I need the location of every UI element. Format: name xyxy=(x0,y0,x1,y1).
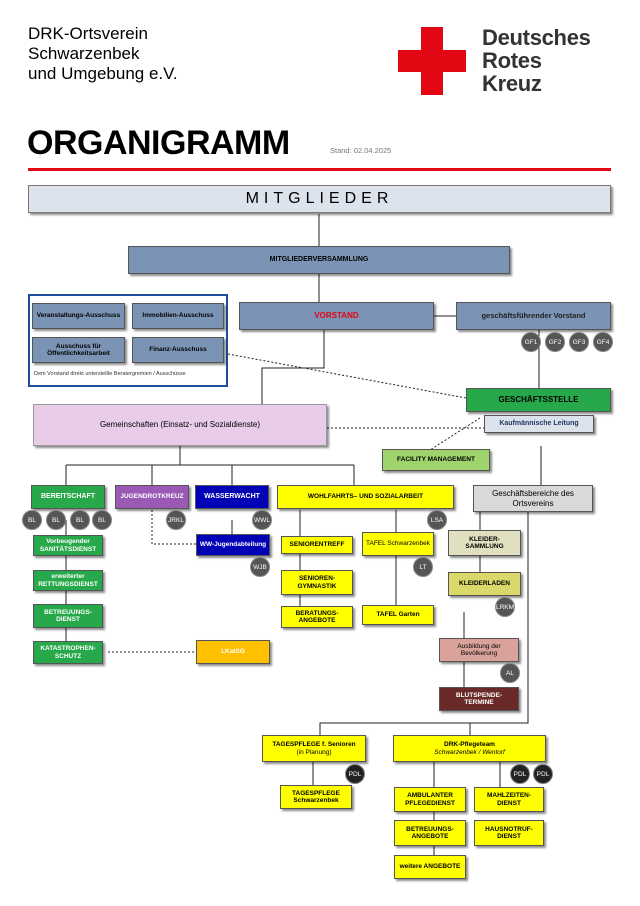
pdl1-badge: PDL xyxy=(510,764,530,784)
bl4-badge: BL xyxy=(92,510,112,530)
tagespflege-title: TAGESPFLEGE f. Senioren xyxy=(272,741,356,749)
tafel-garten-box: TAFEL Garten xyxy=(362,605,434,625)
betreuungsdienst-box: BETREUUNGS-DIENST xyxy=(33,604,103,628)
wjb-badge: WJB xyxy=(250,557,270,577)
red-cross-logo xyxy=(398,27,466,95)
wwl-badge: WWL xyxy=(252,510,272,530)
hausnotruf-box: HAUSNOTRUF-DIENST xyxy=(474,820,544,846)
org-name-line3: und Umgebung e.V. xyxy=(28,64,178,83)
immobilien-ausschuss-box: Immobilien-Ausschuss xyxy=(132,303,224,329)
bereitschaft-box: BEREITSCHAFT xyxy=(31,485,105,509)
page-title: ORGANIGRAMM xyxy=(27,124,290,162)
vorstand-box: VORSTAND xyxy=(239,302,434,330)
pflegeteam-box: DRK-Pflegeteam Schwarzenbek / Wentorf xyxy=(393,735,546,762)
ambulanter-pflegedienst-box: AMBULANTER PFLEGEDIENST xyxy=(394,787,466,812)
weitere-angebote-box: weitere ANGEBOTE xyxy=(394,855,466,879)
kaufmaennische-leitung-box: Kaufmännische Leitung xyxy=(484,415,594,433)
oeffentlichkeit-ausschuss-box: Ausschuss für Öffentlichkeitsarbeit xyxy=(32,337,125,363)
org-name: DRK-Ortsverein Schwarzenbek und Umgebung… xyxy=(28,24,178,84)
katastrophenschutz-box: KATASTROPHEN-SCHUTZ xyxy=(33,641,103,664)
gf2-badge: GF2 xyxy=(545,332,565,352)
bl1-badge: BL xyxy=(22,510,42,530)
geschaeftsbereiche-box: Geschäftsbereiche des Ortsvereins xyxy=(473,485,593,512)
lkatsg-box: LKatSG xyxy=(196,640,270,664)
wasserwacht-box: WASSERWACHT xyxy=(195,485,269,509)
senioren-gymnastik-box: SENIOREN-GYMNASTIK xyxy=(281,570,353,595)
tafel-box: TAFEL Schwarzenbek xyxy=(362,532,434,556)
pflegeteam-subtitle: Schwarzenbek / Wentorf xyxy=(434,748,505,756)
veranstaltungs-ausschuss-box: Veranstaltungs-Ausschuss xyxy=(32,303,125,329)
wordmark-line2: Rotes xyxy=(482,48,542,73)
wordmark-line1: Deutsches xyxy=(482,25,591,50)
lrkm-badge: LRKM xyxy=(495,597,515,617)
lsa-badge: LSA xyxy=(427,510,447,530)
jrkl-badge: JRKL xyxy=(166,510,186,530)
mitglieder-box: MITGLIEDER xyxy=(28,185,611,213)
title-underline xyxy=(28,168,611,171)
kleidersammlung-box: KLEIDER-SAMMLUNG xyxy=(448,530,521,556)
jugendrotkreuz-box: JUGENDROTKREUZ xyxy=(115,485,189,509)
kleiderladen-box: KLEIDERLADEN xyxy=(448,572,521,596)
al-badge: AL xyxy=(500,663,520,683)
rettungsdienst-box: erweiterter RETTUNGSDIENST xyxy=(33,570,103,591)
gf3-badge: GF3 xyxy=(569,332,589,352)
mahlzeitendienst-box: MAHLZEITEN-DIENST xyxy=(474,787,544,812)
seniorentreff-box: SENIORENTREFF xyxy=(281,536,353,554)
ausschuss-note: Dem Vorstand direkt unterstellte Berater… xyxy=(34,371,186,377)
beratungsangebote-box: BERATUNGS-ANGEBOTE xyxy=(281,606,353,628)
ausbildung-box: Ausbildung der Bevölkerung xyxy=(439,638,519,662)
sanitaetsdienst-box: Vorbeugender SANITÄTSDIENST xyxy=(33,535,103,556)
gf4-badge: GF4 xyxy=(593,332,613,352)
tagespflege-box: TAGESPFLEGE f. Senioren (in Planung) xyxy=(262,735,366,762)
bl3-badge: BL xyxy=(70,510,90,530)
facility-management-box: FACILITY MANAGEMENT xyxy=(382,449,490,471)
lt-badge: LT xyxy=(413,557,433,577)
mitgliederversammlung-box: MITGLIEDERVERSAMMLUNG xyxy=(128,246,510,274)
pdl-tagespflege-badge: PDL xyxy=(345,764,365,784)
wordmark-line3: Kreuz xyxy=(482,71,542,96)
pflegeteam-title: DRK-Pflegeteam xyxy=(444,741,495,749)
blutspende-box: BLUTSPENDE-TERMINE xyxy=(439,687,519,711)
stand-date: Stand: 02.04.2025 xyxy=(330,146,392,155)
gf-vorstand-box: geschäftsführender Vorstand xyxy=(456,302,611,330)
gemeinschaften-box: Gemeinschaften (Einsatz- und Sozialdiens… xyxy=(33,404,327,446)
drk-wordmark: Deutsches Rotes Kreuz xyxy=(482,26,591,95)
org-name-line2: Schwarzenbek xyxy=(28,44,140,63)
pdl2-badge: PDL xyxy=(533,764,553,784)
geschaeftsstelle-box: GESCHÄFTSSTELLE xyxy=(466,388,611,412)
wohlfahrt-box: WOHLFAHRTS– UND SOZIALARBEIT xyxy=(277,485,454,509)
bl2-badge: BL xyxy=(46,510,66,530)
ww-jugendabteilung-box: WW-Jugendabteilung xyxy=(196,534,270,556)
tagespflege-schwarzenbek-box: TAGESPFLEGE Schwarzenbek xyxy=(280,785,352,809)
betreuungsangebote-box: BETREUUNGS-ANGEBOTE xyxy=(394,820,466,846)
org-name-line1: DRK-Ortsverein xyxy=(28,24,148,43)
tagespflege-subtitle: (in Planung) xyxy=(296,748,332,756)
gf1-badge: GF1 xyxy=(521,332,541,352)
finanz-ausschuss-box: Finanz-Ausschuss xyxy=(132,337,224,363)
